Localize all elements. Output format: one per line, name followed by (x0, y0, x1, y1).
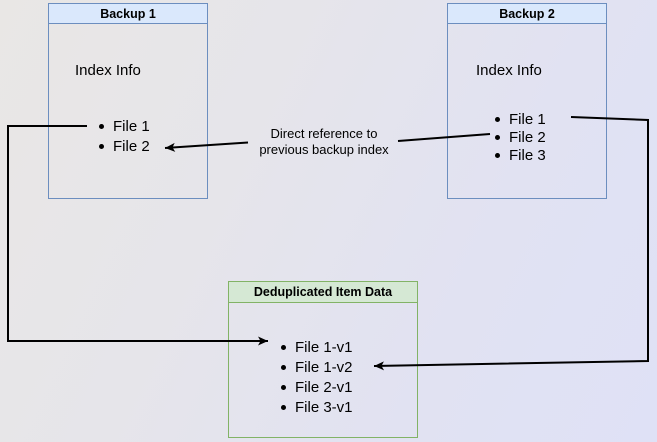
list-item: File 1 (99, 116, 150, 136)
list-item-label: File 1 (509, 110, 546, 128)
node-backup2-file-list: File 1 File 2 File 3 (495, 110, 546, 164)
node-backup1-header: Backup 1 (49, 4, 207, 24)
bullet-icon (99, 123, 104, 129)
list-item: File 1-v2 (281, 357, 353, 377)
node-backup1-subtitle: Index Info (75, 62, 141, 79)
bullet-icon (281, 364, 286, 370)
list-item-label: File 3-v1 (295, 398, 353, 416)
list-item-label: File 3 (509, 146, 546, 164)
list-item: File 1-v1 (281, 337, 353, 357)
node-dedup-title: Deduplicated Item Data (253, 285, 393, 299)
node-dedup-file-list: File 1-v1 File 1-v2 File 2-v1 File 3-v1 (281, 337, 353, 417)
list-item-label: File 2 (509, 128, 546, 146)
list-item: File 3-v1 (281, 397, 353, 417)
node-backup2: Backup 2 Index Info File 1 File 2 File 3 (447, 3, 607, 199)
node-backup1: Backup 1 Index Info File 1 File 2 (48, 3, 208, 199)
node-dedup-header: Deduplicated Item Data (229, 282, 417, 303)
node-dedup: Deduplicated Item Data File 1-v1 File 1-… (228, 281, 418, 438)
bullet-icon (281, 384, 286, 390)
list-item: File 2 (99, 136, 150, 156)
bullet-icon (495, 152, 500, 158)
node-backup2-title: Backup 2 (499, 6, 555, 21)
list-item-label: File 1 (113, 117, 150, 135)
list-item: File 3 (495, 146, 546, 164)
bullet-icon (281, 404, 286, 410)
bullet-icon (281, 344, 286, 350)
bullet-icon (495, 116, 500, 122)
node-backup2-header: Backup 2 (448, 4, 606, 24)
node-backup1-title: Backup 1 (100, 6, 156, 21)
list-item-label: File 1-v1 (295, 338, 353, 356)
list-item: File 2 (495, 128, 546, 146)
list-item-label: File 2 (113, 137, 150, 155)
list-item: File 1 (495, 110, 546, 128)
node-backup1-file-list: File 1 File 2 (99, 116, 150, 156)
list-item-label: File 2-v1 (295, 378, 353, 396)
list-item-label: File 1-v2 (295, 358, 353, 376)
edge-label-direct-reference: Direct reference to previous backup inde… (259, 126, 389, 157)
node-backup2-subtitle: Index Info (476, 62, 542, 79)
bullet-icon (99, 143, 104, 149)
list-item: File 2-v1 (281, 377, 353, 397)
bullet-icon (495, 134, 500, 140)
